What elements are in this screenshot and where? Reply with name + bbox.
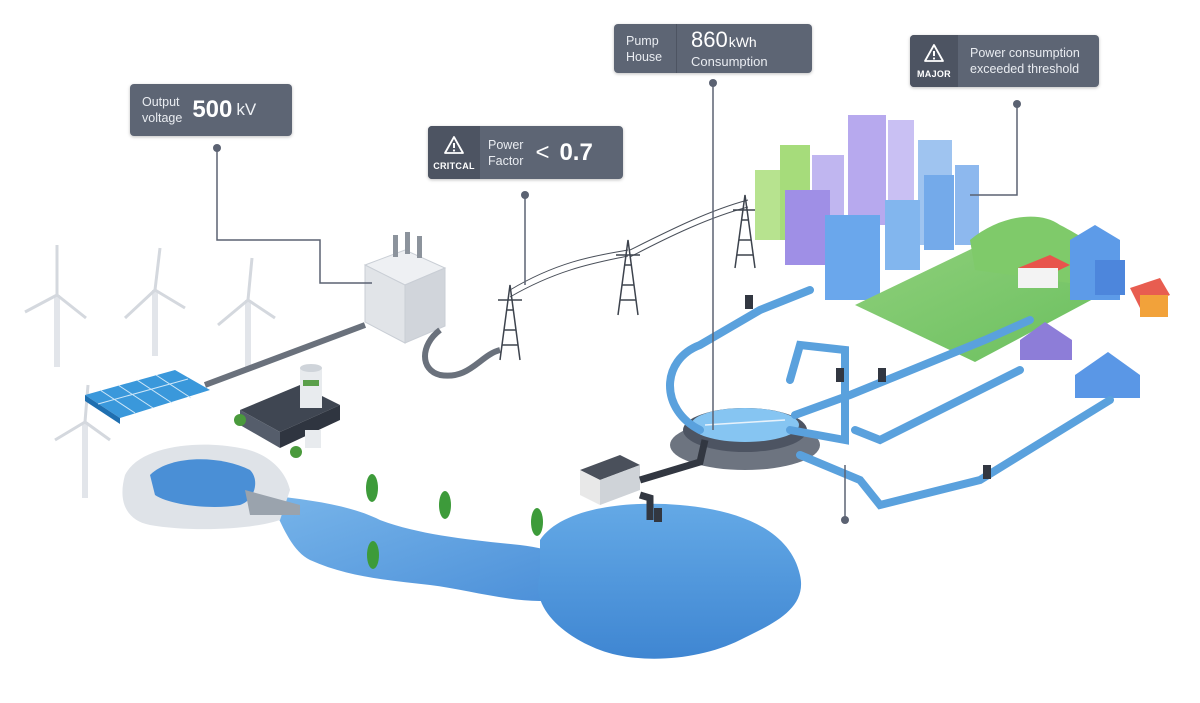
pump-house-callout: Pump House 860kWh Consumption bbox=[614, 24, 812, 73]
pump-house-divider bbox=[676, 24, 677, 73]
pump-house-reading: 860kWh Consumption bbox=[691, 26, 768, 69]
power-factor-callout: CRITCAL Power Factor < 0.7 bbox=[428, 126, 623, 179]
lake bbox=[538, 503, 802, 659]
power-cables bbox=[203, 199, 749, 388]
pylon-icon bbox=[498, 194, 757, 361]
wind-turbine-icon bbox=[24, 245, 276, 498]
output-voltage-unit: kV bbox=[236, 100, 257, 119]
building-icon bbox=[755, 115, 979, 300]
warning-triangle-icon bbox=[444, 135, 464, 154]
water-tank-icon bbox=[670, 408, 820, 470]
water-pipes bbox=[666, 286, 1114, 510]
warning-triangle-icon bbox=[924, 44, 944, 62]
pump-house-value: 860 bbox=[691, 26, 728, 52]
critical-label: CRITCAL bbox=[433, 160, 475, 171]
transformer-icon bbox=[363, 232, 447, 344]
callout-connectors bbox=[216, 83, 1018, 520]
critical-badge: CRITCAL bbox=[428, 126, 480, 179]
tree-icon bbox=[366, 474, 543, 569]
river bbox=[268, 495, 576, 602]
output-voltage-callout: Output voltage 500 kV bbox=[130, 84, 292, 136]
connector-dots bbox=[213, 79, 1021, 524]
power-factor-value: 0.7 bbox=[559, 138, 593, 166]
major-badge: MAJOR bbox=[910, 35, 958, 87]
pump-house bbox=[580, 439, 709, 520]
solar-panel-icon bbox=[85, 370, 210, 424]
output-voltage-value: 500 bbox=[192, 96, 233, 123]
output-voltage-label: Output voltage bbox=[142, 95, 183, 125]
pump-house-unit: kWh bbox=[728, 33, 757, 50]
house-icon bbox=[1018, 225, 1170, 398]
consumption-alert-text: Power consumption exceeded threshold bbox=[970, 46, 1080, 76]
power-factor-operator: < bbox=[535, 138, 550, 166]
dam bbox=[122, 444, 300, 530]
pump-house-caption: Consumption bbox=[691, 53, 768, 69]
meter-icon bbox=[654, 295, 991, 522]
consumption-alert-callout: MAJOR Power consumption exceeded thresho… bbox=[910, 35, 1099, 87]
pump-house-label: Pump House bbox=[626, 33, 663, 64]
major-label: MAJOR bbox=[916, 69, 951, 79]
factory-icon bbox=[234, 364, 340, 458]
power-factor-label: Power Factor bbox=[488, 137, 524, 168]
